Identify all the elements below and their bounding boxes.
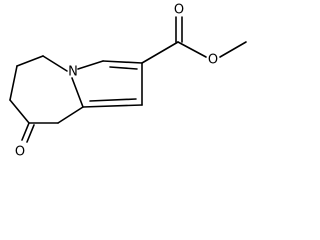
atom-label-ester-carbonyl-oxygen: O (174, 3, 184, 18)
ketone-oxygen-label: O (15, 145, 25, 160)
bond-ether-o-methyl (219, 41, 247, 58)
bond-c1-c9a-inner (89, 98, 137, 102)
bond-carbonyl-c-ether-o (177, 41, 207, 58)
bond-n-c3 (77, 60, 104, 70)
atom-label-ketone-oxygen: O (15, 145, 25, 160)
bond-c9-c9a (57, 106, 84, 124)
bond-c5-c6 (16, 55, 44, 67)
bond-c6-c7 (9, 65, 18, 101)
bond-c1-c9a (82, 104, 143, 108)
bond-c9a-n (71, 77, 84, 108)
atom-label-ester-ether-oxygen: O (208, 53, 218, 68)
atom-label-ring-nitrogen: N (68, 65, 78, 80)
bond-c2-carbonyl-c (141, 41, 179, 64)
bond-c3-c2 (102, 60, 143, 64)
ketone-double-bond-a (21, 122, 30, 141)
bond-n-c5 (42, 55, 68, 72)
chemical-structure-diagram: N O O O (9, 3, 247, 160)
ketone-group (21, 122, 35, 143)
carbonyl-oxygen-label: O (174, 3, 184, 18)
bond-c3-c2-inner (109, 66, 138, 70)
methyl-ester-group (141, 16, 247, 64)
azepane-ring (9, 55, 84, 124)
ether-oxygen-label: O (208, 53, 218, 68)
nitrogen-label: N (68, 65, 78, 80)
ketone-double-bond-b (26, 124, 35, 143)
bond-c7-c8 (9, 99, 30, 124)
pyrrole-ring (77, 60, 143, 108)
